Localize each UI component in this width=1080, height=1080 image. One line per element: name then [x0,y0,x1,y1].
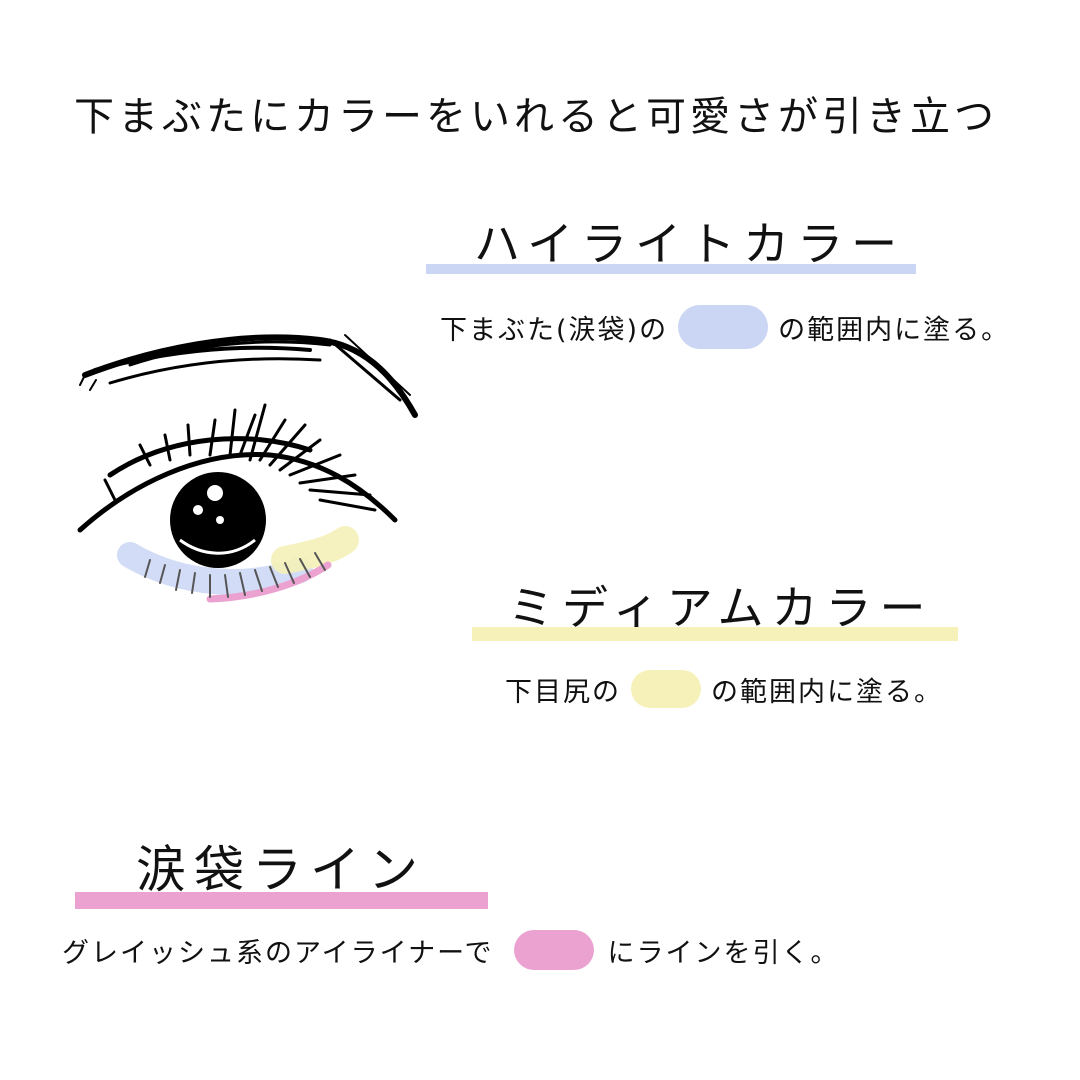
highlight-color-swatch [678,305,769,349]
medium-desc-after: の範囲内に塗る。 [711,676,943,708]
line-desc-after: にラインを引く。 [607,937,840,969]
line-desc-before: グレイッシュ系のアイライナーで [62,937,494,969]
page-title: 下まぶたにカラーをいれると可愛さが引き立つ [74,94,998,140]
tear-bag-line-heading: 涙袋ライン [136,841,426,899]
medium-color-swatch [631,670,701,708]
eye-illustration-icon [70,315,440,615]
highlight-color-description: 下まぶた(涙袋)の の範囲内に塗る。 [440,305,1010,349]
highlight-color-heading: ハイライトカラー [474,217,906,271]
highlight-desc-before: 下まぶた(涙袋)の [440,314,669,346]
medium-color-description: 下目尻の の範囲内に塗る。 [505,670,943,708]
highlight-desc-after: の範囲内に塗る。 [778,314,1011,346]
medium-desc-before: 下目尻の [505,676,621,708]
tear-bag-line-description: グレイッシュ系のアイライナーで にラインを引く。 [62,930,840,970]
medium-color-heading: ミディアムカラー [508,581,934,635]
line-color-swatch [513,930,594,970]
highlight-color-underline [426,264,916,274]
tear-bag-line-underline [75,892,488,909]
medium-color-underline [472,627,958,641]
